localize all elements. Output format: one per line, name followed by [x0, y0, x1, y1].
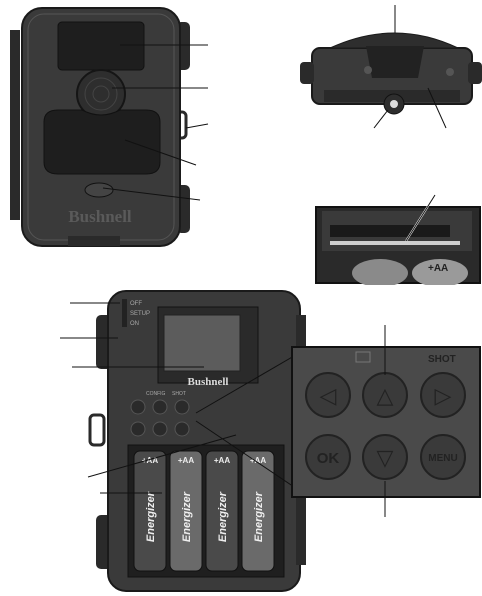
- bottom-ir-flash-panel: [43, 109, 161, 175]
- battery-2: [169, 450, 203, 572]
- switch-setup: SETUP: [130, 311, 150, 317]
- camera-front-view: Bushnell: [10, 7, 209, 247]
- zoom-header-shot: SHOT: [428, 354, 456, 365]
- tripod-hole: [390, 100, 398, 108]
- battery-1: [133, 450, 167, 572]
- label-config: CONFIG: [146, 391, 166, 397]
- slot-battery-label: +AA: [428, 263, 448, 274]
- lens-ring: [84, 77, 118, 111]
- up-arrow-icon: △: [377, 383, 394, 408]
- battery-2-type: +AA: [178, 456, 194, 465]
- battery-left: [352, 259, 408, 285]
- battery-4-brand: Energizer: [253, 491, 265, 542]
- zoom-line-top: [195, 348, 307, 414]
- leader-ir: [124, 139, 197, 166]
- lcd-screen[interactable]: [163, 314, 241, 372]
- btn-small-down[interactable]: [152, 421, 168, 437]
- battery-4: [241, 450, 275, 572]
- battery-3-brand: Energizer: [217, 491, 229, 542]
- top-hood: [329, 32, 459, 49]
- front-logo: Bushnell: [68, 207, 132, 226]
- leader-port: [427, 87, 447, 129]
- battery-2-brand: Energizer: [181, 491, 193, 542]
- leader-keypad: [87, 434, 237, 478]
- top-mount: [366, 46, 424, 78]
- btn-small-up[interactable]: [152, 399, 168, 415]
- open-logo: Bushnell: [188, 376, 229, 388]
- lens-ring-inner: [92, 85, 110, 103]
- battery-group: [133, 450, 275, 572]
- open-leader-lines: [60, 302, 307, 496]
- leader-loop: [185, 123, 209, 129]
- bottom-latch: [68, 236, 120, 246]
- leader-sensor: [102, 187, 201, 201]
- side-strap: [10, 30, 20, 220]
- battery-4-type: +AA: [250, 456, 266, 465]
- btn-small-left[interactable]: [130, 399, 146, 415]
- btn-small-ok[interactable]: [130, 421, 146, 437]
- top-ir-flash-panel: [57, 21, 145, 71]
- ok-label: OK: [317, 450, 340, 467]
- battery-right: [412, 259, 468, 285]
- motion-sensor: [84, 182, 114, 198]
- keypad-small: [130, 399, 190, 437]
- camera-open-view: OFF SETUP ON Bushnell CONFIG SHOT +AA +A…: [60, 290, 481, 592]
- btn-small-menu[interactable]: [174, 421, 190, 437]
- switch-on: ON: [130, 321, 139, 327]
- battery-3-type: +AA: [214, 456, 230, 465]
- front-leader-lines: [102, 44, 209, 201]
- zoom-btn-down[interactable]: [362, 434, 408, 480]
- screw-left: [364, 66, 372, 74]
- battery-1-type: +AA: [142, 456, 158, 465]
- screw-right: [446, 68, 454, 76]
- left-arrow-icon: ◁: [320, 383, 337, 408]
- zoom-btn-ok[interactable]: [305, 434, 351, 480]
- sd-card-slot: [330, 225, 450, 237]
- leader-tripod: [373, 109, 389, 129]
- battery-1-brand: Energizer: [145, 491, 157, 542]
- zoom-line-bottom: [195, 420, 307, 496]
- side-knob-left: [300, 62, 314, 84]
- card-slot-closeup: +AA: [315, 194, 481, 285]
- zoom-header-camera-icon: [355, 351, 371, 363]
- open-strap-loop: [88, 413, 106, 447]
- right-arrow-icon: ▷: [435, 383, 452, 408]
- leader-slot: [405, 194, 436, 242]
- side-knob-right: [468, 62, 482, 84]
- zoom-btn-left[interactable]: [305, 372, 351, 418]
- btn-small-right[interactable]: [174, 399, 190, 415]
- zoom-btn-menu[interactable]: [420, 434, 466, 480]
- label-shot: SHOT: [172, 391, 186, 397]
- menu-label: MENU: [428, 453, 457, 464]
- camera-top-view: [300, 5, 482, 129]
- battery-3: [205, 450, 239, 572]
- zoom-btn-right[interactable]: [420, 372, 466, 418]
- slot-edge: [330, 241, 460, 245]
- switch-off: OFF: [130, 301, 142, 307]
- down-arrow-icon: ▽: [377, 445, 394, 470]
- power-switch: [122, 299, 127, 327]
